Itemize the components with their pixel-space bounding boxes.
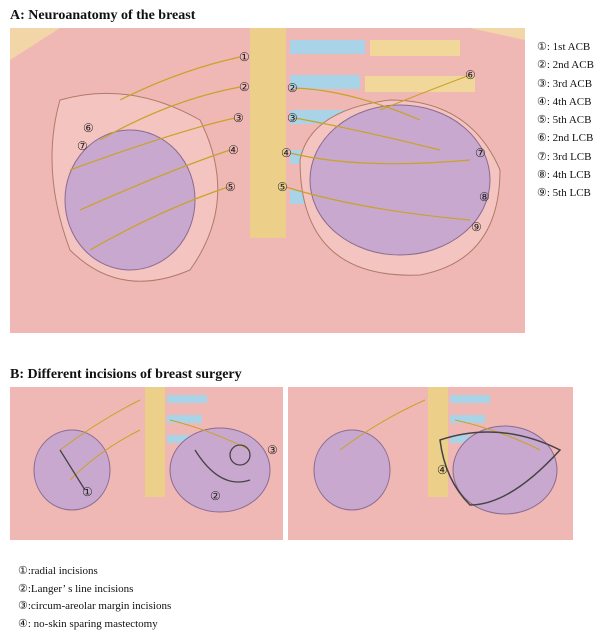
panel-b-right-illustration: ④ xyxy=(288,387,573,540)
legend-item: ⑦: 3rd LCB xyxy=(537,150,592,163)
label-5th-acb: ⑤ xyxy=(225,180,236,194)
label-3rd-lcb-right: ⑦ xyxy=(475,146,486,160)
legend-item: ②:Langer’ s line incisions xyxy=(18,582,134,595)
panel-b-legend: ①:radial incisions ②:Langer’ s line inci… xyxy=(18,563,171,633)
panel-a-illustration: ① ② ③ ④ ⑤ ⑥ ⑦ ② ③ ④ ⑤ ⑥ ⑦ ⑧ ⑨ xyxy=(10,28,525,333)
right-breast xyxy=(309,104,491,256)
label-2nd-acb: ② xyxy=(239,80,250,94)
label-3rd-acb: ③ xyxy=(233,111,244,125)
legend-item: ⑥: 2nd LCB xyxy=(537,132,594,145)
label-mastectomy: ④ xyxy=(437,463,448,477)
panel-b-left-illustration: ① ② ③ xyxy=(10,387,283,540)
label-5th-acb-right: ⑤ xyxy=(277,180,288,194)
legend-item: ⑤: 5th ACB xyxy=(537,114,592,127)
legend-item: ③:circum-areolar margin incisions xyxy=(18,600,172,612)
legend-item: ①: 1st ACB xyxy=(537,41,591,53)
legend-item: ⑨: 5th LCB xyxy=(537,187,591,200)
label-2nd-lcb: ⑥ xyxy=(83,121,94,135)
label-2nd-acb-right: ② xyxy=(287,81,298,95)
label-3rd-acb-right: ③ xyxy=(287,111,298,125)
panel-a-title: A: Neuroanatomy of the breast xyxy=(10,8,196,23)
sternum xyxy=(250,28,286,238)
left-breast xyxy=(64,129,196,271)
mastectomy-incision xyxy=(439,431,562,506)
label-radial: ① xyxy=(82,485,93,499)
legend-item: ②: 2nd ACB xyxy=(537,59,594,72)
legend-item: ⑧: 4th LCB xyxy=(537,169,591,182)
label-4th-acb: ④ xyxy=(228,143,239,157)
label-1st-acb: ① xyxy=(239,50,250,64)
panel-b-title: B: Different incisions of breast surgery xyxy=(10,367,242,382)
nerves xyxy=(69,56,471,251)
label-3rd-lcb: ⑦ xyxy=(77,139,88,153)
label-circum-areolar: ③ xyxy=(267,443,278,457)
label-4th-lcb-right: ⑧ xyxy=(479,190,490,204)
label-4th-acb-right: ④ xyxy=(281,146,292,160)
legend-item: ④: 4th ACB xyxy=(537,95,592,108)
label-5th-lcb-right: ⑨ xyxy=(471,220,482,234)
legend-item: ④: no-skin sparing mastectomy xyxy=(18,617,158,630)
incision-lines xyxy=(59,444,251,491)
legend-item: ①:radial incisions xyxy=(18,565,98,577)
legend-item: ③: 3rd ACB xyxy=(537,77,593,90)
label-2nd-lcb-right: ⑥ xyxy=(465,68,476,82)
panel-a-legend: ①: 1st ACB ②: 2nd ACB ③: 3rd ACB ④: 4th … xyxy=(537,38,594,203)
label-langer: ② xyxy=(210,489,221,503)
